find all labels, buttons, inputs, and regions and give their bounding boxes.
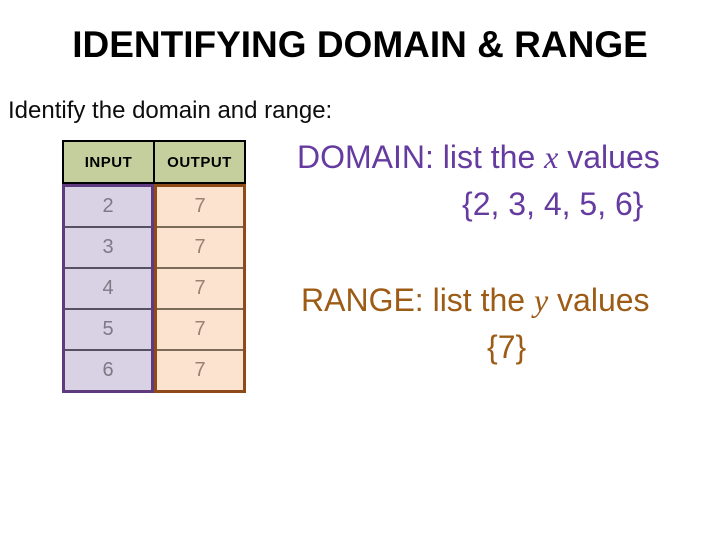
table-cell-output: 7	[194, 195, 206, 217]
table-cell-output: 7	[157, 226, 243, 267]
input-column-header: INPUT	[62, 140, 154, 184]
domain-label-prefix: DOMAIN: list the	[297, 139, 545, 175]
input-output-table: INPUT 2 3 4 5 6 OUTPUT 7 7 7 7 7	[62, 140, 246, 393]
table-cell-input: 4	[65, 267, 151, 308]
domain-variable-x: x	[544, 139, 559, 175]
table-cell-output: 7	[157, 267, 243, 308]
range-definition-line: RANGE: list the y values	[301, 282, 650, 319]
output-column-header: OUTPUT	[154, 140, 246, 184]
range-label-prefix: RANGE: list the	[301, 282, 534, 318]
table-cell-input: 6	[65, 349, 151, 390]
table-cell-output: 7	[157, 349, 243, 390]
slide-subtitle: Identify the domain and range:	[8, 97, 333, 124]
table-cell-input: 2	[102, 195, 114, 217]
domain-definition-line: DOMAIN: list the x values	[297, 139, 660, 176]
output-column: OUTPUT 7 7 7 7 7	[154, 140, 246, 393]
range-variable-y: y	[533, 282, 549, 318]
table-cell-output: 7	[157, 308, 243, 349]
input-column: INPUT 2 3 4 5 6	[62, 140, 154, 393]
domain-set-values: {2, 3, 4, 5, 6}	[462, 186, 644, 222]
slide-title: IDENTIFYING DOMAIN & RANGE	[72, 24, 648, 65]
table-cell-input: 5	[65, 308, 151, 349]
range-set-values: {7}	[487, 329, 527, 365]
domain-label-suffix: values	[558, 139, 660, 175]
table-cell-input: 3	[65, 226, 151, 267]
input-column-body: 2 3 4 5 6	[62, 184, 154, 393]
range-label-suffix: values	[548, 282, 650, 318]
output-column-body: 7 7 7 7 7	[154, 184, 246, 393]
